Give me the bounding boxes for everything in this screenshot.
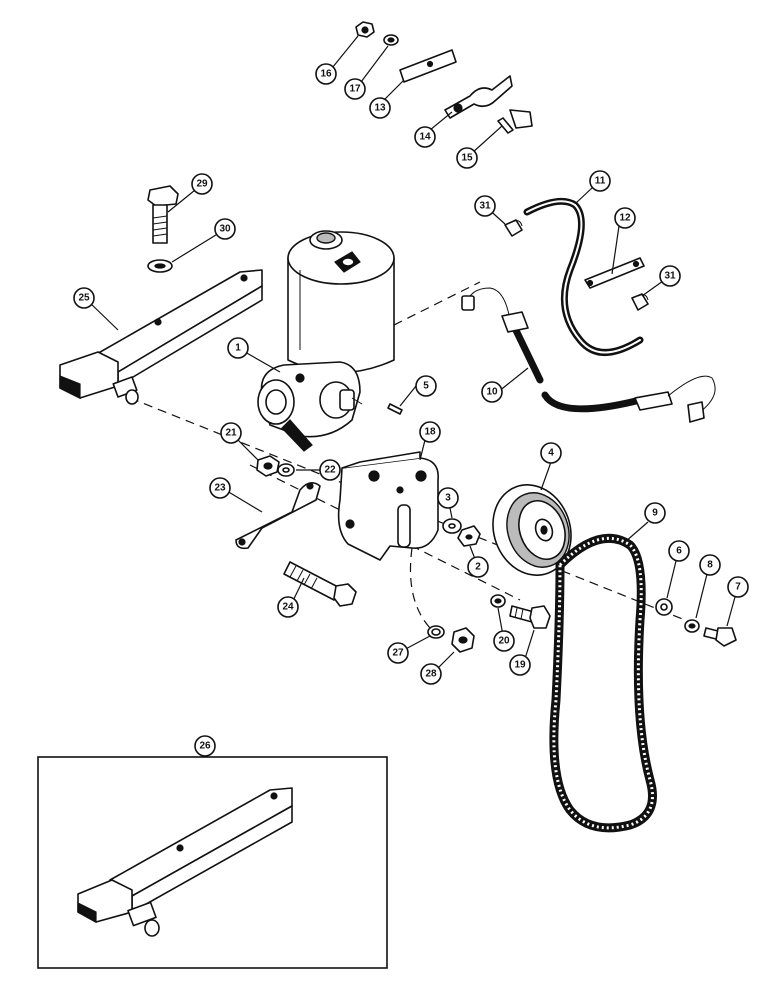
svg-text:9: 9 — [652, 508, 658, 519]
callout-2: 2 — [467, 556, 489, 578]
svg-text:25: 25 — [78, 293, 90, 304]
callout-6: 6 — [668, 540, 690, 562]
callout-17: 17 — [344, 78, 366, 100]
hose-10 — [461, 287, 716, 423]
callout-5: 5 — [415, 375, 437, 397]
bolt-19 — [509, 605, 551, 629]
callout-19: 19 — [509, 654, 531, 676]
clamp-12 — [584, 257, 645, 289]
callout-3: 3 — [437, 487, 459, 509]
svg-text:1: 1 — [235, 343, 241, 354]
key-5 — [387, 403, 403, 415]
bracket-arm-25 — [59, 269, 263, 405]
callout-22: 22 — [319, 459, 341, 481]
svg-text:23: 23 — [214, 483, 226, 494]
callout-26: 26 — [194, 735, 216, 757]
svg-text:2: 2 — [475, 562, 481, 573]
svg-text:22: 22 — [324, 465, 336, 476]
inset-frame-26 — [37, 746, 388, 969]
callout-16: 16 — [315, 63, 337, 85]
nut-28 — [451, 627, 475, 653]
spacer-6 — [655, 598, 673, 616]
callout-27: 27 — [387, 642, 409, 664]
washer-27 — [427, 625, 445, 639]
hose-11 — [523, 197, 644, 356]
svg-text:19: 19 — [514, 660, 526, 671]
callout-29: 29 — [191, 173, 213, 195]
svg-text:4: 4 — [548, 448, 554, 459]
svg-text:10: 10 — [486, 387, 498, 398]
nut-21 — [256, 455, 280, 477]
callout-1: 1 — [227, 337, 249, 359]
pulley-4 — [492, 484, 572, 576]
svg-text:28: 28 — [425, 669, 437, 680]
callout-28: 28 — [420, 663, 442, 685]
power-steering-pump-1 — [257, 230, 395, 452]
svg-text:27: 27 — [392, 648, 404, 659]
washer-20 — [490, 594, 506, 608]
svg-text:12: 12 — [619, 213, 631, 224]
svg-text:14: 14 — [419, 132, 431, 143]
adjusting-link-23 — [235, 482, 321, 550]
callout-7: 7 — [727, 576, 749, 598]
clip-31-right — [631, 293, 649, 311]
svg-text:15: 15 — [461, 153, 473, 164]
callout-23: 23 — [209, 477, 231, 499]
callout-9: 9 — [644, 502, 666, 524]
callout-12: 12 — [614, 207, 636, 229]
svg-text:3: 3 — [445, 493, 451, 504]
svg-text:16: 16 — [320, 69, 332, 80]
callout-25: 25 — [73, 287, 95, 309]
callout-30: 30 — [214, 218, 236, 240]
svg-text:5: 5 — [423, 381, 429, 392]
callout-11: 11 — [589, 170, 611, 192]
callout-24: 24 — [277, 596, 299, 618]
mounting-bracket-18 — [337, 451, 439, 561]
svg-text:6: 6 — [676, 546, 682, 557]
callout-10: 10 — [481, 381, 503, 403]
svg-text:20: 20 — [498, 636, 510, 647]
nut-2 — [457, 525, 481, 547]
svg-text:18: 18 — [424, 427, 436, 438]
callout-13: 13 — [369, 97, 391, 119]
callout-14: 14 — [414, 126, 436, 148]
callout-21: 21 — [220, 422, 242, 444]
callout-18: 18 — [419, 421, 441, 443]
svg-text:29: 29 — [196, 179, 208, 190]
clamp-14 — [444, 75, 513, 119]
callout-31-left: 31 — [474, 195, 496, 217]
svg-text:13: 13 — [374, 103, 386, 114]
lockwasher-30 — [147, 259, 173, 273]
bolt-24 — [283, 561, 357, 607]
svg-text:17: 17 — [349, 84, 361, 95]
clip-31-left — [504, 219, 523, 237]
plate-13 — [399, 49, 457, 83]
svg-text:31: 31 — [664, 271, 676, 282]
svg-text:26: 26 — [199, 741, 211, 752]
nut-16 — [355, 21, 375, 38]
lockwasher-8 — [684, 619, 700, 633]
bolt-7 — [703, 627, 737, 647]
washer-3 — [442, 518, 462, 534]
svg-text:8: 8 — [707, 560, 713, 571]
callout-4: 4 — [540, 442, 562, 464]
callout-15: 15 — [456, 147, 478, 169]
callout-31-right: 31 — [659, 265, 681, 287]
lockwasher-17 — [383, 34, 399, 46]
callout-20: 20 — [493, 630, 515, 652]
svg-text:7: 7 — [735, 582, 741, 593]
svg-text:21: 21 — [225, 428, 237, 439]
svg-text:30: 30 — [219, 224, 231, 235]
bolt-29 — [147, 185, 179, 244]
washer-22 — [277, 463, 295, 477]
callout-8: 8 — [699, 554, 721, 576]
drive-belt-9 — [549, 533, 657, 833]
svg-text:11: 11 — [595, 176, 606, 187]
svg-text:31: 31 — [479, 201, 491, 212]
bolt-15 — [497, 109, 533, 134]
svg-text:24: 24 — [282, 602, 294, 613]
